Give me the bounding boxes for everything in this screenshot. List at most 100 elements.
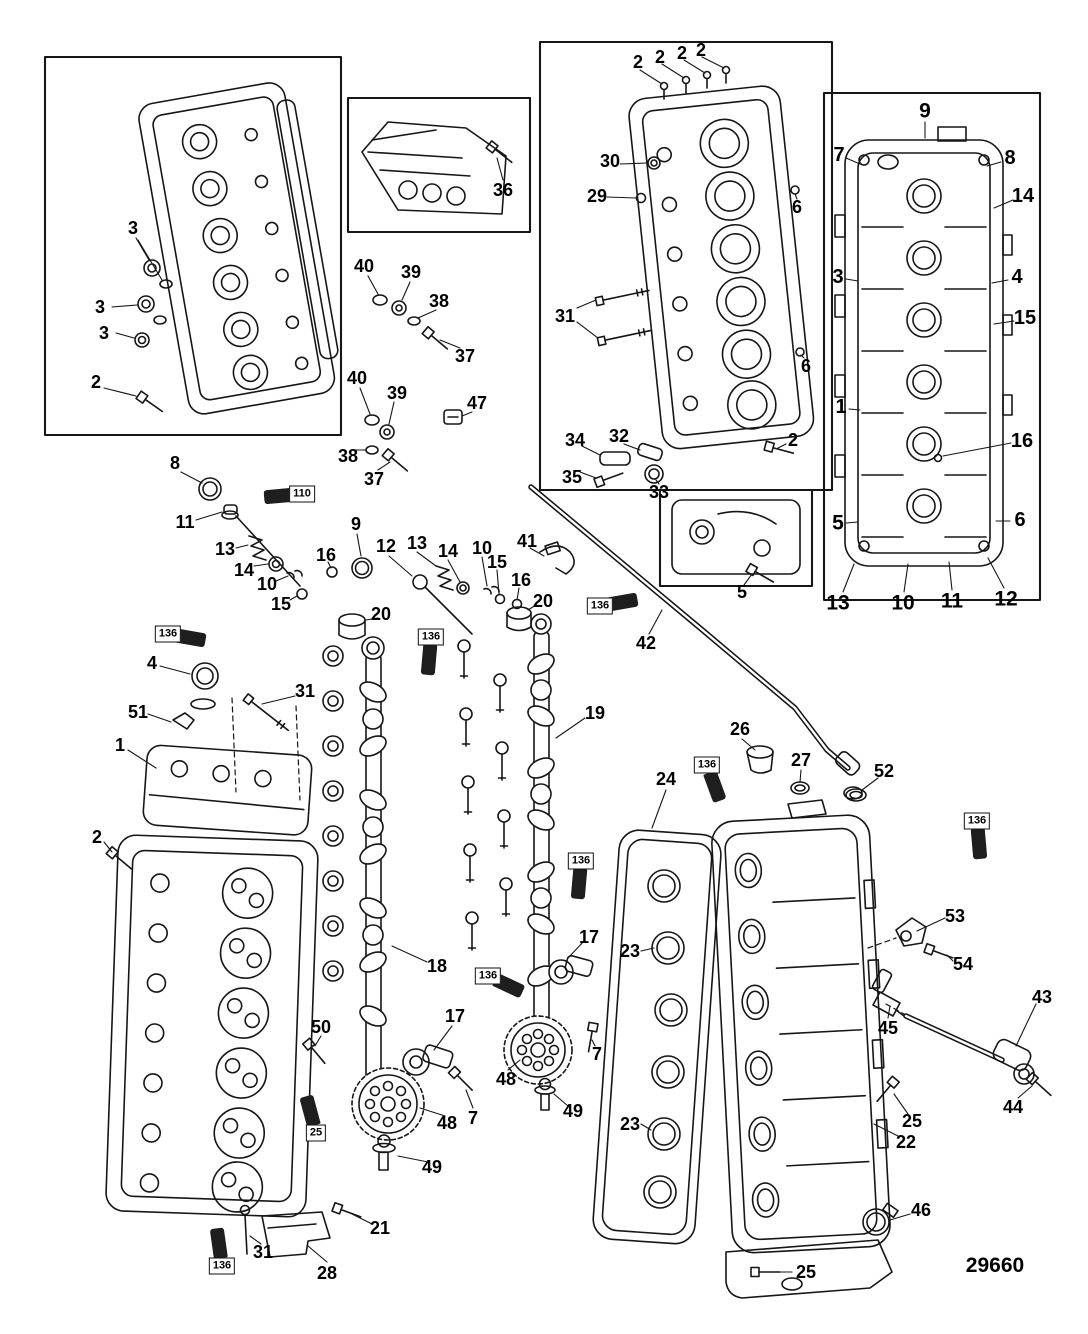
callout-label: 38 [428,291,450,311]
callout-label: 4 [146,653,158,673]
callout-label: 49 [421,1157,443,1177]
callout-label: 40 [353,256,375,276]
sealant-tube-body [703,770,727,804]
callout-label: 3 [127,218,139,238]
callout-label: 14 [437,541,459,561]
callout-label: 21 [369,1218,391,1238]
callout-label: 11 [940,589,964,613]
callout-label: 2 [676,43,688,63]
callout-label: 6 [800,356,812,376]
cylinder-head-front-drawing [138,82,339,415]
callout-label: 3 [94,297,106,317]
sealant-tube-label: 136 [586,597,614,615]
callout-label: 23 [619,941,641,961]
sealant-tube-label: 136 [154,625,182,643]
callout-label: 39 [400,262,422,282]
callout-label: 31 [294,681,316,701]
sealant-tube-body [420,644,438,676]
callout-label: 2 [695,40,707,60]
callout-label: 20 [370,604,392,624]
callout-label: 13 [826,591,850,615]
callout-label: 29 [586,186,608,206]
sealant-tube-label: 110 [289,485,315,503]
cylinder-head-rear-drawing [628,85,815,450]
callout-label: 4 [1011,266,1023,288]
callout-label: 12 [994,587,1018,611]
callout-label: 38 [337,446,359,466]
callout-label: 7 [591,1044,603,1064]
callout-label: 31 [252,1242,274,1262]
callout-label: 6 [1014,509,1026,531]
camshaft-intake-drawing [503,613,599,1111]
inset-engine-reference [346,96,532,234]
callout-label: 37 [454,346,476,366]
callout-label: 16 [315,545,337,565]
callout-label: 30 [599,151,621,171]
callout-label: 48 [436,1113,458,1133]
callout-label: 27 [790,750,812,770]
sealant-tube-body [299,1094,321,1128]
valve-cover-main-drawing [711,799,893,1299]
callout-label: 25 [901,1111,923,1131]
callout-label: 1 [835,396,847,418]
callout-label: 5 [736,582,748,602]
valve-cover-inset-drawing [834,126,1013,567]
callout-label: 28 [316,1263,338,1283]
callout-label: 43 [1031,987,1053,1007]
callout-label: 15 [486,552,508,572]
callout-label: 40 [346,368,368,388]
callout-label: 11 [175,512,195,532]
callout-label: 49 [562,1101,584,1121]
callout-label: 18 [426,956,448,976]
callout-label: 7 [833,144,845,166]
callout-label: 9 [350,514,362,534]
sealant-tube-label: 136 [963,812,991,830]
callout-label: 10 [891,591,915,615]
callout-label: 42 [635,633,657,653]
callout-label: 39 [386,383,408,403]
sealant-tube-label: 136 [208,1257,236,1275]
callout-label: 36 [492,180,514,200]
callout-label: 2 [91,827,103,847]
callout-label: 51 [127,702,149,722]
callout-label: 46 [910,1200,932,1220]
callout-label: 47 [466,393,488,413]
callout-label: 52 [873,761,895,781]
sealant-tube-body [970,828,988,860]
callout-label: 14 [233,560,255,580]
cylinder-head-main-drawing [105,662,364,1258]
callout-label: 16 [1010,430,1034,452]
sealant-tube-label: 25 [305,1124,327,1142]
sealant-tube-label: 136 [693,756,721,774]
callout-label: 26 [729,719,751,739]
callout-label: 7 [467,1108,479,1128]
callout-label: 53 [944,906,966,926]
callout-label: 14 [1011,185,1035,207]
inset-thermostat-detail [658,488,814,588]
inset-valve-cover [822,91,1042,602]
callout-label: 9 [919,99,931,123]
sealant-tube-body [570,868,588,900]
callout-label: 3 [832,266,844,288]
callout-label: 32 [608,426,630,446]
callout-label: 1 [114,735,126,755]
callout-label: 13 [214,539,236,559]
callout-label: 2 [632,52,644,72]
sealant-tube-label: 136 [417,628,445,646]
sealant-tube-label: 136 [567,852,595,870]
callout-label: 50 [310,1017,332,1037]
callout-label: 12 [375,536,397,556]
drawing-number: 29660 [965,1254,1025,1277]
callout-label: 19 [584,703,606,723]
callout-label: 15 [1013,307,1037,329]
callout-label: 31 [554,306,576,326]
callout-label: 23 [619,1114,641,1134]
camshaft-exhaust-drawing [322,636,477,1171]
callout-label: 5 [832,511,844,535]
callout-label: 8 [1004,147,1016,169]
callout-label: 3 [98,323,110,343]
callout-label: 16 [510,570,532,590]
